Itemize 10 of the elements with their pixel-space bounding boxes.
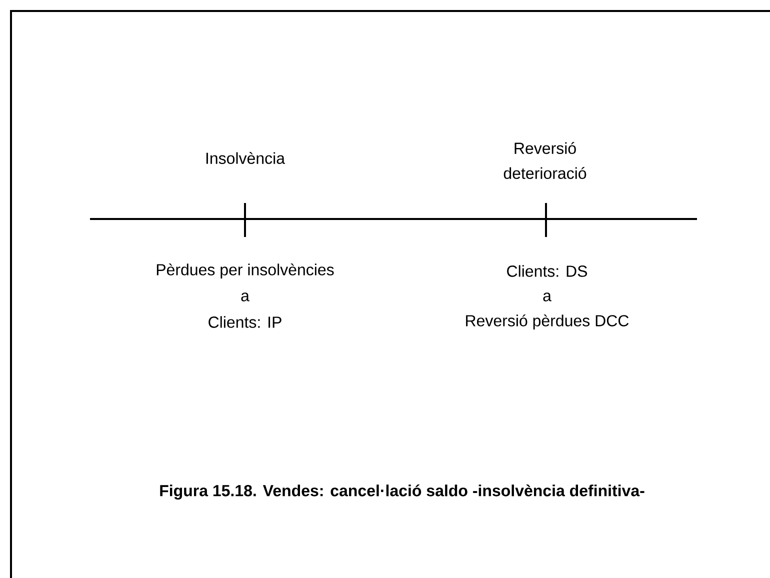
- entry-label: a: [241, 292, 250, 302]
- entry-label: Clients: IP: [208, 316, 282, 328]
- entry-label: Clients: DS: [507, 265, 588, 277]
- event-label: Insolvència: [206, 152, 285, 164]
- figure-caption: Figura 15.18. Vendes: cancel·lació saldo -insolvència definitiva-: [160, 484, 644, 500]
- entry-label: a: [543, 292, 552, 302]
- event-label: deterioració: [504, 167, 586, 179]
- entry-label: Pèrdues per insolvències: [156, 263, 334, 279]
- entry-label: Reversió pèrdues DCC: [466, 314, 629, 330]
- event-label: Reversió: [514, 142, 576, 154]
